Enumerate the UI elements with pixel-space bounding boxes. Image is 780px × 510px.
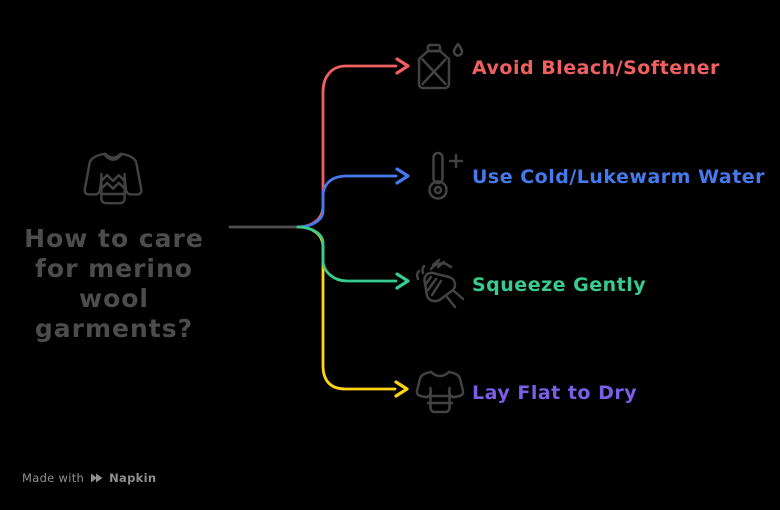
bleach-bottle-icon — [417, 42, 464, 90]
branch-label-squeeze: Squeeze Gently — [472, 274, 647, 296]
sweater-icon — [83, 152, 143, 205]
thermometer-icon — [428, 151, 464, 200]
arrowhead-squeeze — [395, 272, 410, 290]
branch-label-avoid-bleach: Avoid Bleach/Softener — [472, 57, 720, 79]
title-line: garments? — [34, 314, 194, 343]
arrowhead-cold-water — [395, 167, 410, 185]
hand-squeeze-icon — [415, 258, 465, 309]
branch-line-lay-flat — [296, 225, 397, 391]
arrowhead-lay-flat — [394, 380, 409, 398]
branch-line-squeeze — [296, 225, 398, 283]
title-line: for merino — [35, 254, 193, 283]
title-line: How to care — [24, 224, 204, 253]
brand-name: Napkin — [109, 471, 157, 485]
flat-shirt-icon — [415, 370, 465, 414]
branch-line-cold-water — [296, 174, 398, 229]
branch-label-cold-water: Use Cold/Lukewarm Water — [472, 166, 766, 188]
branch-label-lay-flat: Lay Flat to Dry — [472, 382, 638, 404]
title-line: wool — [78, 284, 149, 313]
central-topic-title: How to care for merino wool garments? — [8, 224, 220, 344]
made-with-text: Made with — [22, 471, 85, 485]
arrowhead-avoid-bleach — [395, 57, 410, 75]
branch-line-avoid-bleach — [296, 64, 398, 229]
footer-attribution: Made with Napkin — [22, 471, 156, 485]
napkin-logo-icon — [91, 473, 103, 483]
